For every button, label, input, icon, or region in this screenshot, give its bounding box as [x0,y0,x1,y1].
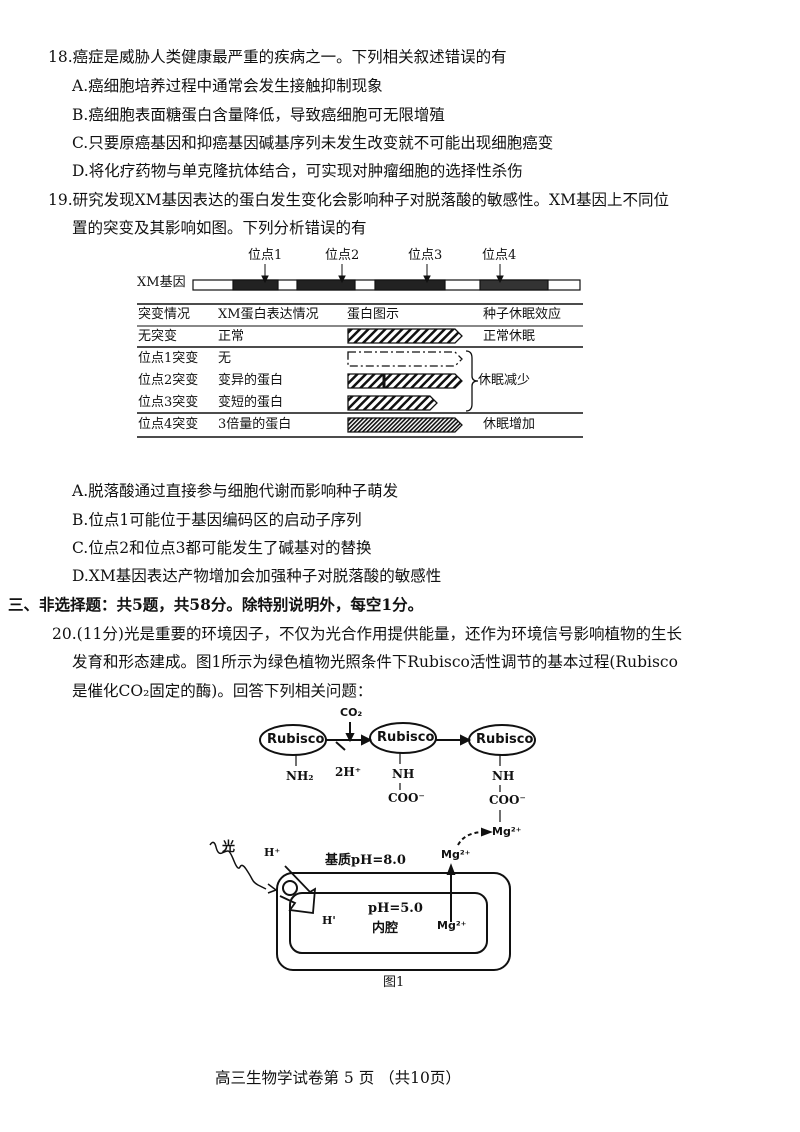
row-mutation: 位点3突变 [138,395,199,410]
q19-stem-line1: 19.研究发现XM基因表达的蛋白发生变化会影响种子对脱落酸的敏感性。XM基因上不… [48,191,669,209]
header-expression: XM蛋白表达情况 [218,307,319,322]
row-expression: 正常 [218,329,245,344]
header-mutation: 突变情况 [138,307,191,322]
site-3-label: 位点3 [408,248,443,263]
q19-option-c: C.位点2和位点3都可能发生了碱基对的替换 [72,539,372,557]
row-expression: 变异的蛋白 [218,373,284,388]
q18-option-d: D.将化疗药物与单克隆抗体结合，可实现对肿瘤细胞的选择性杀伤 [72,162,523,180]
rubisco-3: Rubisco [476,732,534,747]
q18-option-a: A.癌细胞培养过程中通常会发生接触抑制现象 [72,77,383,95]
rubisco-2: Rubisco [377,730,435,745]
q20-line1: 20.(11分)光是重要的环境因子，不仅为光合作用提供能量，还作为环境信号影响植… [52,625,682,643]
lumen-label: 内腔 [372,921,399,936]
coo-label: COO⁻ [388,791,425,805]
row-expression: 3倍量的蛋白 [218,417,292,432]
section-heading: 三、非选择题：共5题，共58分。除特别说明外，每空1分。 [8,595,424,614]
row-mutation: 位点2突变 [138,373,199,388]
stroma-label: 基质pH=8.0 [325,853,406,868]
q18-option-b: B.癌细胞表面糖蛋白含量降低，导致癌细胞可无限增殖 [72,106,445,124]
row-mutation: 位点1突变 [138,351,199,366]
lumen-ph-label: pH=5.0 [368,901,423,916]
row-mutation: 位点4突变 [138,417,199,432]
mg-label: Mg²⁺ [492,825,522,838]
h-plus-label: H⁺ [264,846,281,859]
header-diagram: 蛋白图示 [347,307,400,322]
h-lumen-label: H' [322,914,336,927]
protein-diagrams [347,328,479,433]
page-footer: 高三生物学试卷第 5 页 （共10页） [215,1069,461,1087]
light-label: 光 [222,840,236,855]
q19-option-b: B.位点1可能位于基因编码区的启动子序列 [72,511,362,529]
q19-stem-line2: 置的突变及其影响如图。下列分析错误的有 [72,219,367,237]
q18-stem: 18.癌症是威胁人类健康最严重的疾病之一。下列相关叙述错误的有 [48,48,507,66]
gene-label: XM基因 [137,275,186,290]
row-expression: 无 [218,351,232,366]
group-effect: 休眠减少 [478,373,531,388]
q18-option-c: C.只要原癌基因和抑癌基因碱基序列未发生改变就不可能出现细胞癌变 [72,134,554,152]
q19-option-d: D.XM基因表达产物增加会加强种子对脱落酸的敏感性 [72,567,442,585]
site-4-label: 位点4 [482,248,517,263]
row-effect: 正常休眠 [483,329,536,344]
2h-label: 2H⁺ [335,765,362,779]
nh2-label: NH₂ [286,769,314,783]
figure-caption: 图1 [383,975,405,990]
q20-line2: 发育和形态建成。图1所示为绿色植物光照条件下Rubisco活性调节的基本过程(R… [72,653,678,671]
row-mutation: 无突变 [138,329,178,344]
row-effect: 休眠增加 [483,417,536,432]
site-1-label: 位点1 [248,248,283,263]
header-effect: 种子休眠效应 [483,307,562,322]
coo-label: COO⁻ [489,793,526,807]
q20-line3: 是催化CO₂固定的酶)。回答下列相关问题： [72,682,373,700]
nh-label: NH [492,769,515,783]
row-expression: 变短的蛋白 [218,395,284,410]
mg-stroma-label: Mg²⁺ [441,848,471,861]
mg-lumen-label: Mg²⁺ [437,919,467,932]
table-lines [137,303,583,438]
rubisco-1: Rubisco [267,732,325,747]
xm-gene-bar [192,279,581,291]
site-arrows [261,264,504,284]
q19-option-a: A.脱落酸通过直接参与细胞代谢而影响种子萌发 [72,482,399,500]
nh-label: NH [392,767,415,781]
site-2-label: 位点2 [325,248,360,263]
co2-label: CO₂ [340,706,363,719]
